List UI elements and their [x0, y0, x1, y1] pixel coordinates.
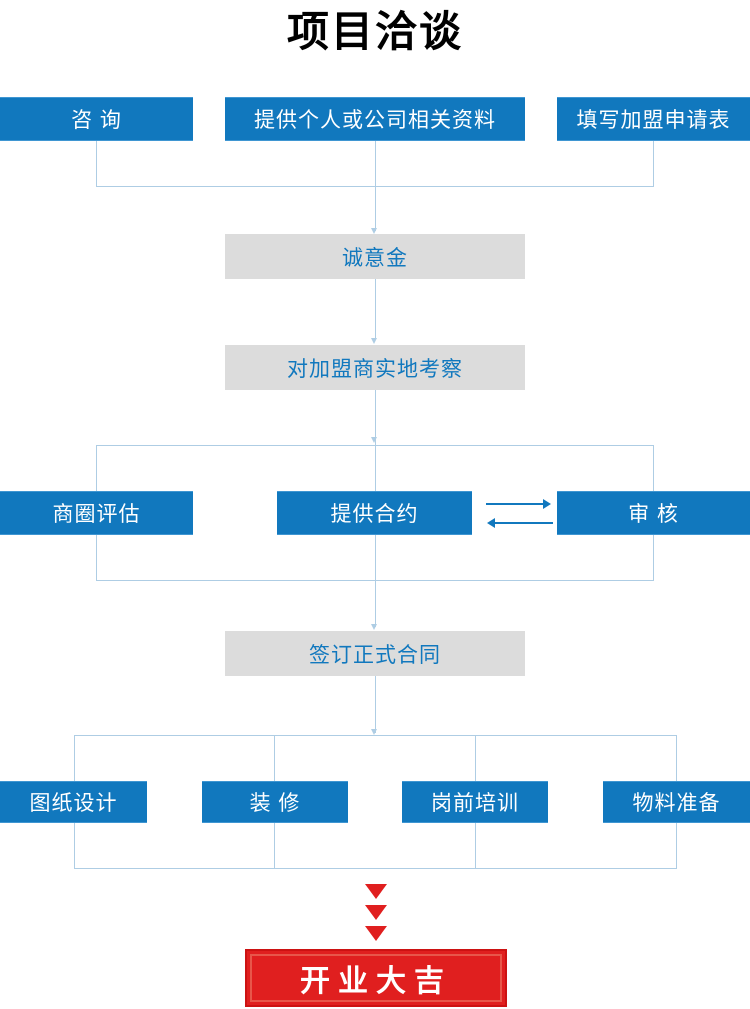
arrow-head-icon — [371, 729, 377, 735]
connector-contract-down — [375, 676, 376, 733]
arrow-right-icon — [543, 499, 551, 509]
connector-decoration-down — [274, 823, 275, 869]
node-site-visit[interactable]: 对加盟商实地考察 — [225, 345, 525, 390]
connector-review-to-contract — [375, 535, 376, 627]
node-decoration[interactable]: 装 修 — [202, 781, 348, 823]
node-provide-contract[interactable]: 提供合约 — [277, 491, 472, 535]
connector-materials-down — [676, 823, 677, 869]
arrow-head-icon — [371, 228, 377, 234]
node-material-preparation[interactable]: 物料准备 — [603, 781, 750, 823]
connector-to-audit — [653, 445, 654, 491]
connector-to-contract-offer — [375, 445, 376, 491]
connector-site-visit-down — [375, 390, 376, 445]
arrow-head-icon — [371, 437, 377, 443]
connector-market-eval-down — [96, 535, 97, 581]
arrow-head-icon — [371, 624, 377, 630]
connector-drawing-design-down — [74, 823, 75, 869]
arrow-left-icon — [487, 518, 495, 528]
node-pre-job-training[interactable]: 岗前培训 — [402, 781, 548, 823]
connector-intake-to-deposit — [375, 141, 376, 231]
connector-consultation-down — [96, 141, 97, 187]
connector-to-decoration — [274, 735, 275, 781]
page-title: 项目洽谈 — [286, 8, 463, 55]
node-grand-opening[interactable]: 开业大吉 — [245, 949, 507, 1007]
arrow-right-icon-shaft — [486, 503, 544, 505]
connector-prepare-bus-bottom — [74, 868, 676, 869]
connector-to-drawing-design — [74, 735, 75, 781]
connector-application-down — [653, 141, 654, 187]
triangle-down-icon — [365, 926, 387, 941]
connector-prepare-bus-top — [74, 735, 676, 736]
triangle-down-icon — [365, 905, 387, 920]
connector-deposit-to-site-visit — [375, 279, 376, 340]
node-provide-documents[interactable]: 提供个人或公司相关资料 — [225, 97, 525, 141]
node-sign-contract[interactable]: 签订正式合同 — [225, 631, 525, 676]
node-deposit[interactable]: 诚意金 — [225, 234, 525, 279]
connector-audit-down — [653, 535, 654, 581]
arrow-head-icon — [371, 338, 377, 344]
arrow-left-icon-shaft — [495, 522, 553, 524]
connector-to-materials — [676, 735, 677, 781]
connector-to-market-eval — [96, 445, 97, 491]
node-fill-application[interactable]: 填写加盟申请表 — [557, 97, 750, 141]
node-market-evaluation[interactable]: 商圈评估 — [0, 491, 193, 535]
triangle-down-icon — [365, 884, 387, 899]
connector-to-training — [475, 735, 476, 781]
node-consultation[interactable]: 咨 询 — [0, 97, 193, 141]
connector-training-down — [475, 823, 476, 869]
node-drawing-design[interactable]: 图纸设计 — [0, 781, 147, 823]
node-audit[interactable]: 审 核 — [557, 491, 750, 535]
